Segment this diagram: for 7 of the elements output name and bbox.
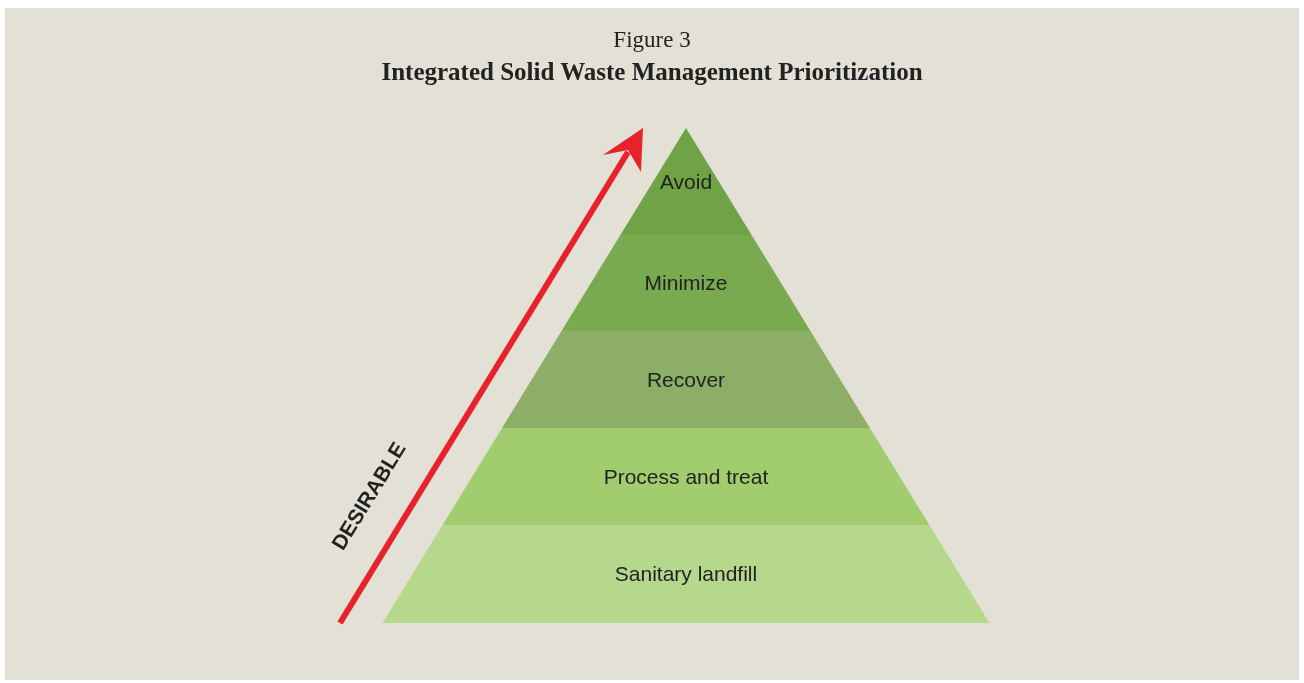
tier-label: Avoid [659, 169, 713, 193]
diagram-title: Integrated Solid Waste Management Prioritization [380, 58, 924, 86]
tier-label: Recover [646, 367, 726, 391]
tier-label: Minimize [644, 271, 728, 294]
figure-number: Figure 3 [612, 27, 692, 53]
tier-label: Sanitary landfill [614, 562, 758, 585]
tier-label: Process and treat [603, 464, 769, 488]
